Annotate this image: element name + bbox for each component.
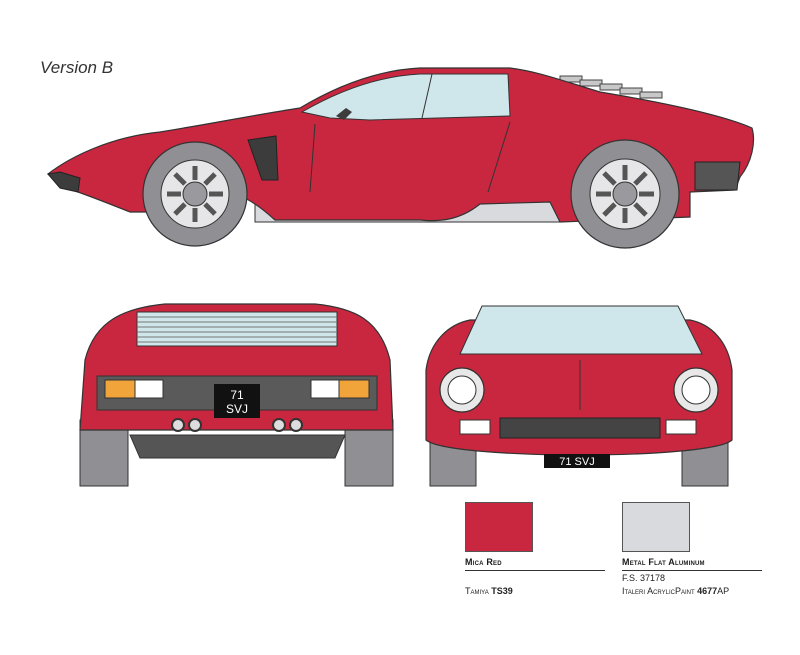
left-taillight-amber [104, 379, 136, 399]
version-label: Version B [40, 58, 114, 77]
front-wheel [142, 141, 248, 247]
rear-vent [694, 161, 741, 191]
exhaust-tips [171, 418, 303, 432]
left-headlight [439, 367, 485, 413]
metal-flat-aluminum-italeri-line: Italeri AcrylicPaint 4677AP [622, 586, 729, 596]
nose-intake [47, 171, 81, 193]
rear-louvers [559, 75, 663, 99]
left-taillight-white [134, 379, 164, 399]
rear-undercarriage [129, 434, 346, 459]
metal-flat-aluminum-swatch [622, 502, 690, 552]
front-plate-text: 71 SVJ [559, 456, 594, 468]
side-view-illustration [47, 67, 755, 249]
mica-red-line-code: TS39 [491, 586, 513, 596]
mica-red-tamiya-line: Tamiya TS39 [465, 586, 513, 596]
rear-louvers-grille [136, 311, 338, 347]
rear-view-illustration: 71 SVJ [79, 303, 394, 487]
metal-flat-aluminum-fs: F.S. 37178 [622, 573, 666, 583]
side-intake [247, 135, 279, 181]
right-indicator [665, 419, 697, 435]
front-view-illustration: 71 SVJ [425, 305, 733, 487]
metal-flat-aluminum-name: Metal Flat Aluminum [622, 557, 705, 567]
rear-plate-line1: 71 [230, 388, 244, 402]
door-line [309, 121, 511, 193]
left-indicator [459, 419, 491, 435]
metal-flat-aluminum-divider [622, 570, 762, 571]
rear-plate-line2: SVJ [226, 402, 248, 416]
side-mirror [336, 108, 352, 120]
windshield [459, 305, 703, 355]
front-grille [499, 417, 661, 439]
rear-wheel [570, 139, 680, 249]
right-headlight [673, 367, 719, 413]
mica-red-name: Mica Red [465, 557, 502, 567]
rear-left-tire [79, 419, 129, 487]
rear-right-tire [344, 419, 394, 487]
mica-red-swatch [465, 502, 533, 552]
front-license-plate: 71 SVJ [544, 454, 610, 468]
mica-red-line-prefix: Tamiya [465, 586, 492, 596]
rear-license-plate: 71 SVJ [214, 384, 260, 418]
aluminum-line-prefix: Italeri AcrylicPaint [622, 586, 698, 596]
aluminum-line-suffix: AP [717, 586, 730, 596]
mica-red-divider [465, 570, 605, 571]
side-window [300, 73, 511, 121]
aluminum-line-code: 4677 [697, 586, 718, 596]
right-taillight-amber [338, 379, 370, 399]
right-taillight-white [310, 379, 340, 399]
